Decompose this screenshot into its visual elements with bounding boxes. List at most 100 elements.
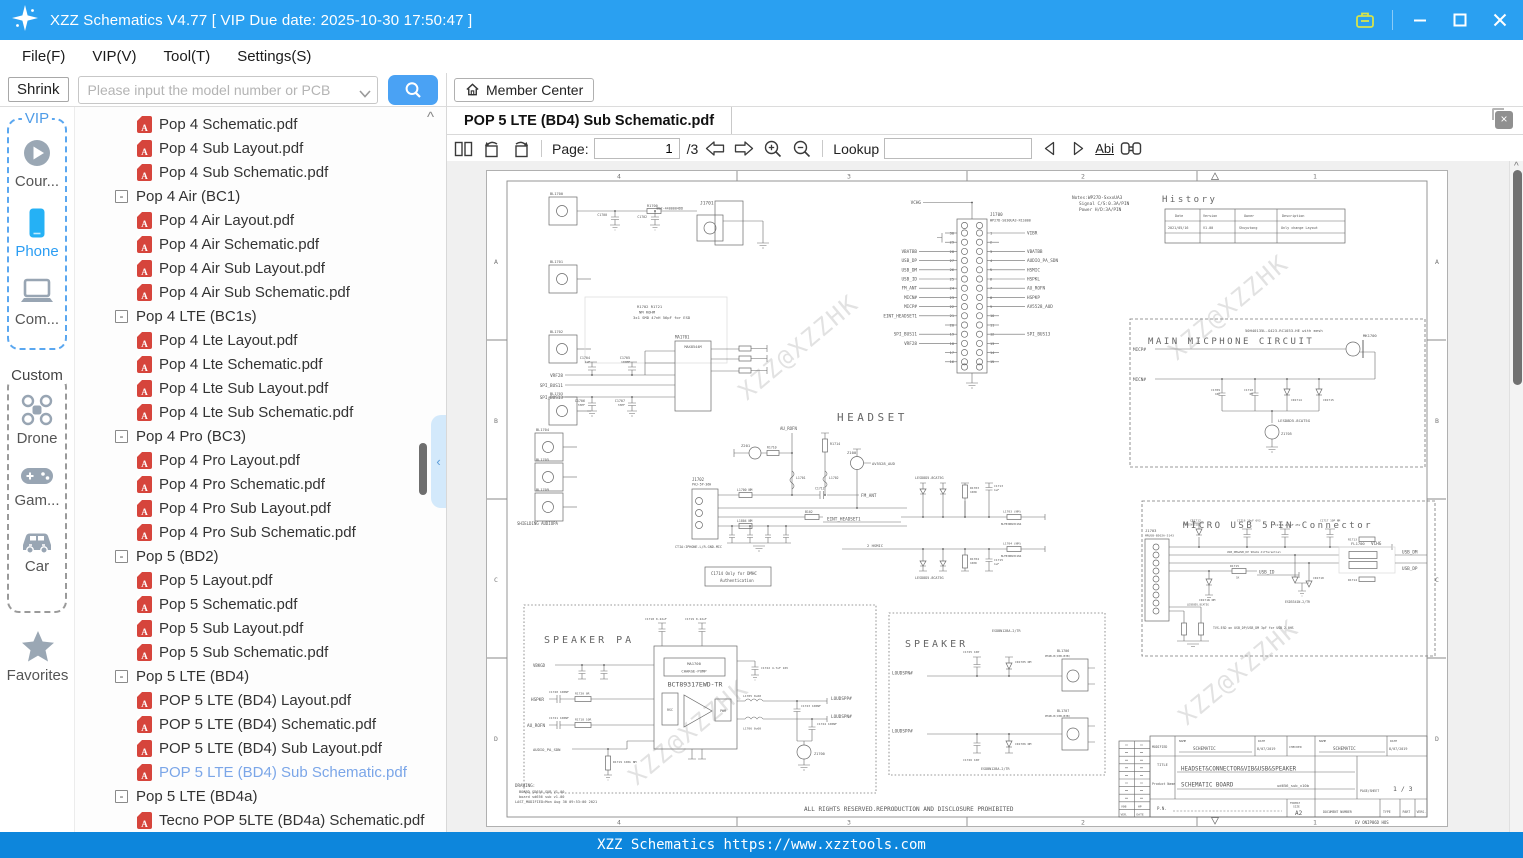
tree-file[interactable]: Pop 4 Air Sub Schematic.pdf [75,280,446,304]
svg-text:23: 23 [950,296,954,300]
tree-file[interactable]: Pop 4 Sub Layout.pdf [75,136,446,160]
binoculars-icon[interactable] [1119,137,1143,161]
tree-item-label: Pop 5 Sub Schematic.pdf [159,643,329,661]
collapse-toggle-icon[interactable]: - [115,429,128,443]
tree-file[interactable]: Pop 4 Pro Layout.pdf [75,448,446,472]
play-circle-icon [24,140,50,166]
close-all-tabs-icon[interactable]: × [1492,108,1513,129]
tree-folder[interactable]: -Pop 4 LTE (BC1s) [75,304,446,328]
tree-file[interactable]: Pop 5 Schematic.pdf [75,592,446,616]
tree-file[interactable]: Pop 5 Layout.pdf [75,568,446,592]
tree-file[interactable]: Pop 4 Lte Schematic.pdf [75,352,446,376]
find-previous-icon[interactable] [1037,137,1061,161]
tree-file[interactable]: Pop 4 Lte Sub Layout.pdf [75,376,446,400]
svg-text:1: 1 [990,231,992,235]
tree-file[interactable]: Pop 4 Sub Schematic.pdf [75,160,446,184]
zoom-out-icon[interactable] [790,137,814,161]
viewer-scrollbar[interactable]: ^ [1509,161,1523,832]
close-button[interactable] [1487,7,1513,33]
sidebar-item-phone[interactable]: Phone [15,206,59,260]
panel-collapse-handle[interactable]: ‹ [431,415,446,508]
collapse-toggle-icon[interactable]: - [115,309,128,323]
viewer-scrollbar-thumb[interactable] [1513,170,1522,385]
sidebar-item-computer[interactable]: Com... [15,276,59,328]
svg-text:100R: 100R [970,561,977,565]
svg-text:MICRO USB 5PIN Connector: MICRO USB 5PIN Connector [1183,521,1373,531]
svg-text:USB_DP: USB_DP [901,258,917,264]
collapse-toggle-icon[interactable]: - [115,789,128,803]
menu-bar: File(F) VIP(V) Tool(T) Settings(S) [0,40,1523,73]
minimize-button[interactable] [1407,7,1433,33]
svg-text:C1721 100NF: C1721 100NF [549,716,569,720]
sidebar-item-course[interactable]: Cour... [15,136,59,190]
tree-file[interactable]: POP 5 LTE (BD4) Sub Layout.pdf [75,736,446,760]
sidebar-item-drone[interactable]: Drone [17,393,57,447]
tree-file[interactable]: Pop 4 Air Schematic.pdf [75,232,446,256]
tree-file[interactable]: Pop 5 Sub Layout.pdf [75,616,446,640]
tree-file[interactable]: Pop 4 Pro Sub Schematic.pdf [75,520,446,544]
tree-file[interactable]: Pop 4 Air Sub Layout.pdf [75,256,446,280]
viewer-canvas[interactable]: XZZ@XZZHK XZZ@XZZHK XZZ@XZZHK XZZ@XZZHK … [447,161,1523,832]
collapse-toggle-icon[interactable]: - [115,189,128,203]
page-number-input[interactable] [593,138,680,159]
tree-file[interactable]: Pop 4 Lte Layout.pdf [75,328,446,352]
tree-folder[interactable]: -Pop 5 LTE (BD4a) [75,784,446,808]
tree-scroll-up-icon[interactable]: ^ [426,109,434,126]
rotate-left-icon[interactable] [480,137,504,161]
search-input[interactable] [77,75,378,104]
menu-vip[interactable]: VIP(V) [92,48,137,65]
tree-file[interactable]: POP 5 LTE (BD4) Sub Schematic.pdf [75,760,446,784]
tree-folder[interactable]: -Pop 5 (BD2) [75,544,446,568]
previous-page-icon[interactable] [703,137,727,161]
two-page-view-icon[interactable] [451,137,475,161]
collapse-toggle-icon[interactable]: - [115,669,128,683]
license-icon[interactable] [1352,7,1378,33]
sidebar-item-car[interactable]: Car [19,525,55,575]
svg-text:20: 20 [950,323,954,327]
tree-file[interactable]: Tecno POP 5LTE (BD4a) Schematic.pdf [75,808,446,832]
tree-file[interactable]: Pop 4 Air Layout.pdf [75,208,446,232]
tree-file[interactable]: Pop 4 Schematic.pdf [75,112,446,136]
title-bar[interactable]: XZZ Schematics V4.77 [ VIP Due date: 202… [0,0,1523,40]
tree-folder[interactable]: -Pop 4 Air (BC1) [75,184,446,208]
viewer-scroll-up-icon[interactable]: ^ [1514,161,1519,172]
svg-text:22: 22 [950,305,954,309]
svg-text:L1702: L1702 [829,476,839,480]
pdf-viewer: POP 5 LTE (BD4) Sub Schematic.pdf × Page… [446,107,1523,832]
chevron-down-icon[interactable] [358,85,371,103]
sidebar-item-game[interactable]: Gam... [14,463,60,509]
menu-file[interactable]: File(F) [22,48,66,65]
tree-scrollbar-thumb[interactable] [419,443,427,495]
svg-text:R1718 10R: R1718 10R [575,718,591,722]
menu-tool[interactable]: Tool(T) [163,48,211,65]
match-case-toggle[interactable]: Abi [1095,141,1115,156]
tree-file[interactable]: Pop 5 Sub Schematic.pdf [75,640,446,664]
lookup-input[interactable] [884,138,1033,159]
svg-text:SPI_BUS11: SPI_BUS11 [894,332,918,338]
next-page-icon[interactable] [732,137,756,161]
tree-file[interactable]: Pop 4 Lte Sub Schematic.pdf [75,400,446,424]
tab-active[interactable]: POP 5 LTE (BD4) Sub Schematic.pdf [447,107,733,134]
collapse-toggle-icon[interactable]: - [115,549,128,563]
tree-file[interactable]: POP 5 LTE (BD4) Layout.pdf [75,688,446,712]
find-next-icon[interactable] [1066,137,1090,161]
schematic-page[interactable]: XZZ@XZZHK XZZ@XZZHK XZZ@XZZHK XZZ@XZZHK … [486,170,1448,827]
svg-text:CR1710: CR1710 [1313,576,1324,580]
tree-folder[interactable]: -Pop 4 Pro (BC3) [75,424,446,448]
zoom-in-icon[interactable] [761,137,785,161]
maximize-button[interactable] [1447,7,1473,33]
svg-text:Power H/D:3A/PIN: Power H/D:3A/PIN [1079,207,1122,213]
sidebar-item-favorites[interactable]: Favorites [0,630,75,684]
shrink-button[interactable]: Shrink [8,77,69,102]
tree-file[interactable]: Pop 4 Pro Sub Layout.pdf [75,496,446,520]
menu-settings[interactable]: Settings(S) [237,48,312,65]
rotate-right-icon[interactable] [509,137,533,161]
tree-folder[interactable]: -Pop 5 LTE (BD4) [75,664,446,688]
search-button[interactable] [387,74,438,105]
member-center-button[interactable]: Member Center [454,77,595,102]
svg-text:FM_ANT: FM_ANT [901,286,917,292]
tree-file[interactable]: Pop 4 Pro Schematic.pdf [75,472,446,496]
tree-file[interactable]: POP 5 LTE (BD4) Schematic.pdf [75,712,446,736]
svg-text:SPI_BUS13: SPI_BUS13 [540,395,564,401]
svg-text:TYPE: TYPE [1383,810,1391,814]
